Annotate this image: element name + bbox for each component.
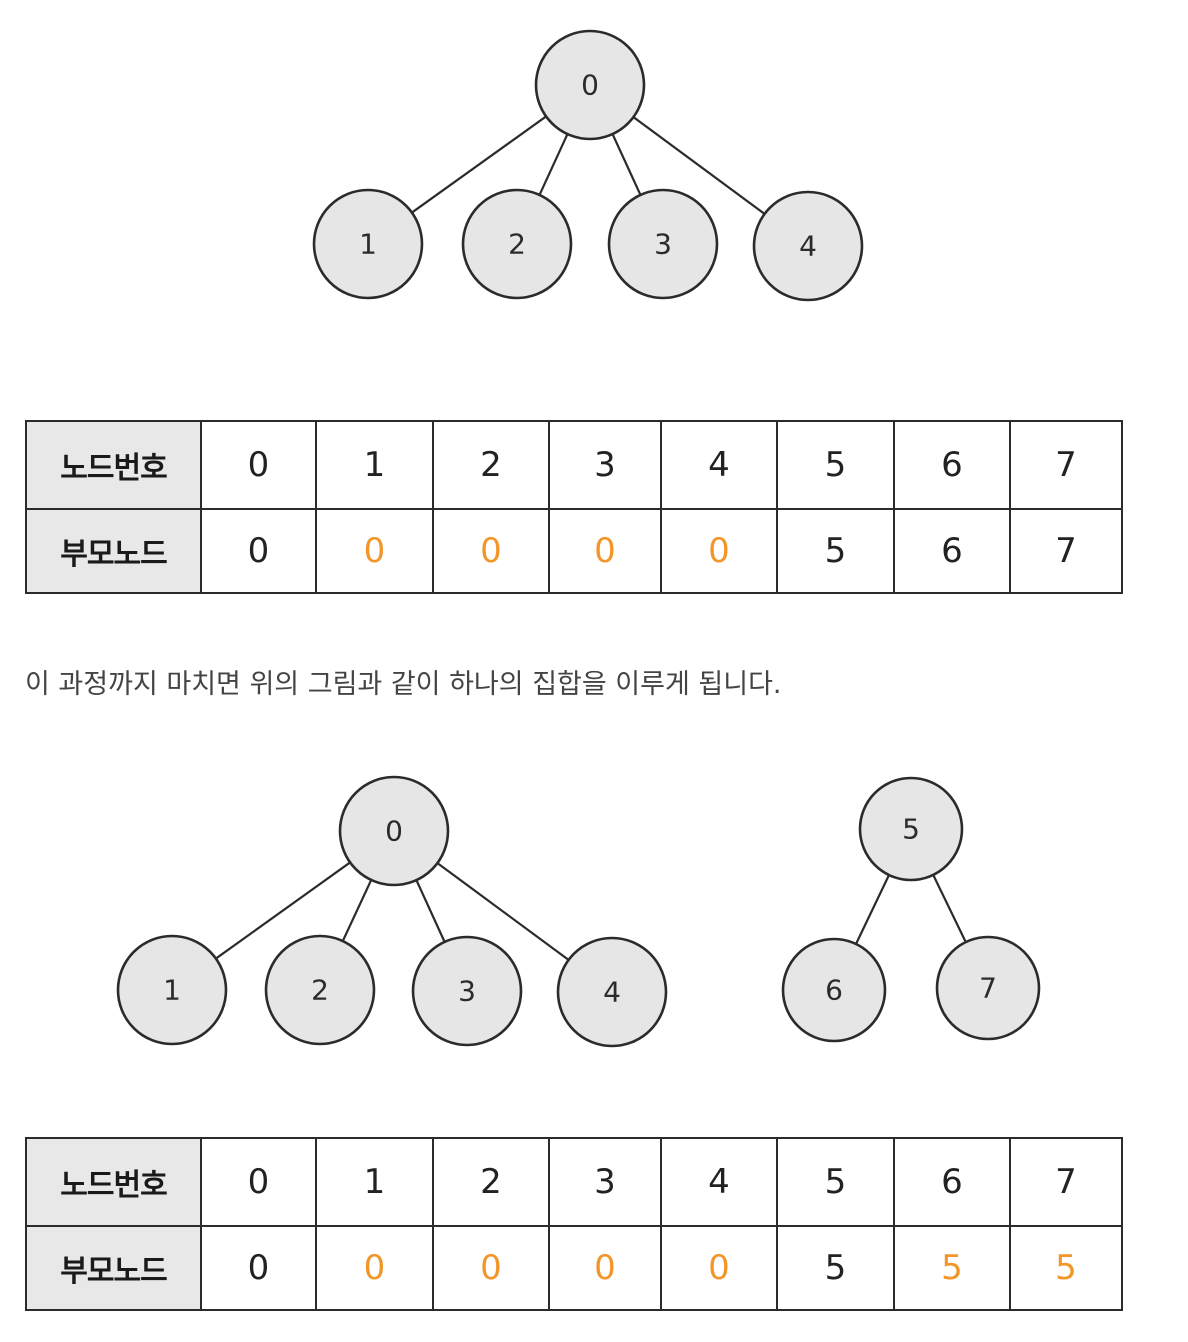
parent-node-cell: 0 xyxy=(200,508,317,594)
node-4: 4 xyxy=(556,936,668,1048)
node-circle xyxy=(781,937,887,1043)
parent-node-cell: 5 xyxy=(776,508,895,594)
node-number-cell: 4 xyxy=(660,1137,778,1227)
edge-0-3 xyxy=(415,879,446,943)
parent-node-cell: 5 xyxy=(776,1225,895,1311)
parent-node-cell: 0 xyxy=(548,1225,662,1311)
parent-node-cell: 0 xyxy=(432,1225,550,1311)
node-0: 0 xyxy=(338,775,450,887)
node-circle xyxy=(411,935,523,1047)
node-circle xyxy=(312,188,424,300)
node-1: 1 xyxy=(116,934,228,1046)
edge-0-2 xyxy=(341,878,373,943)
node-number-cell: 2 xyxy=(432,1137,550,1227)
node-label: 2 xyxy=(508,228,526,261)
edge-0-2 xyxy=(538,132,569,197)
node-label: 0 xyxy=(385,815,403,848)
parent-node-header: 부모노드 xyxy=(25,1225,202,1311)
node-number-cell: 5 xyxy=(776,1137,895,1227)
parent-node-cell: 0 xyxy=(432,508,550,594)
tree-2-svg: 0 1 2 3 4 5 6 7 xyxy=(116,775,1041,1048)
node-circle xyxy=(534,29,646,141)
node-circle xyxy=(858,776,964,882)
node-label: 1 xyxy=(359,228,377,261)
node-5: 5 xyxy=(858,776,964,882)
node-6: 6 xyxy=(781,937,887,1043)
node-7: 7 xyxy=(935,935,1041,1041)
node-circle xyxy=(556,936,668,1048)
edge-0-3 xyxy=(611,132,642,197)
parent-node-cell: 0 xyxy=(315,1225,434,1311)
node-number-cell: 6 xyxy=(893,420,1011,510)
parent-node-cell: 6 xyxy=(893,508,1011,594)
node-circle xyxy=(338,775,450,887)
node-number-cell: 0 xyxy=(200,420,317,510)
parent-node-header: 부모노드 xyxy=(25,508,202,594)
parent-node-cell: 0 xyxy=(200,1225,317,1311)
node-circle xyxy=(116,934,228,1046)
node-2: 2 xyxy=(461,188,573,300)
edge-0-1 xyxy=(214,861,352,960)
tree-diagram-2: 0 1 2 3 4 5 6 7 xyxy=(0,760,1188,1080)
edge-5-6 xyxy=(854,873,891,946)
node-label: 1 xyxy=(163,974,181,1007)
parent-node-cell: 0 xyxy=(660,1225,778,1311)
edge-0-1 xyxy=(410,115,548,214)
node-label: 6 xyxy=(825,974,843,1007)
node-label: 4 xyxy=(603,976,621,1009)
node-number-cell: 1 xyxy=(315,420,434,510)
node-number-cell: 5 xyxy=(776,420,895,510)
node-circle xyxy=(935,935,1041,1041)
node-number-cell: 3 xyxy=(548,1137,662,1227)
node-label: 3 xyxy=(654,228,672,261)
parent-node-cell: 5 xyxy=(1009,1225,1123,1311)
caption-text: 이 과정까지 마치면 위의 그림과 같이 하나의 집합을 이루게 됩니다. xyxy=(25,669,782,700)
node-number-header: 노드번호 xyxy=(25,1137,202,1227)
node-label: 5 xyxy=(902,813,920,846)
node-0: 0 xyxy=(534,29,646,141)
node-number-cell: 1 xyxy=(315,1137,434,1227)
node-label: 4 xyxy=(799,230,817,263)
edge-0-4 xyxy=(436,861,570,962)
parent-node-cell: 5 xyxy=(893,1225,1011,1311)
parent-node-cell: 0 xyxy=(315,508,434,594)
node-4: 4 xyxy=(752,190,864,302)
node-circle xyxy=(607,188,719,300)
node-1: 1 xyxy=(312,188,424,300)
node-circle xyxy=(264,934,376,1046)
node-number-cell: 7 xyxy=(1009,420,1123,510)
node-number-cell: 7 xyxy=(1009,1137,1123,1227)
node-label: 0 xyxy=(581,69,599,102)
edge-0-4 xyxy=(632,115,766,216)
node-number-cell: 6 xyxy=(893,1137,1011,1227)
node-3: 3 xyxy=(607,188,719,300)
node-number-cell: 3 xyxy=(548,420,662,510)
node-number-cell: 2 xyxy=(432,420,550,510)
node-3: 3 xyxy=(411,935,523,1047)
node-label: 2 xyxy=(311,974,329,1007)
node-circle xyxy=(461,188,573,300)
node-number-cell: 0 xyxy=(200,1137,317,1227)
node-2: 2 xyxy=(264,934,376,1046)
node-label: 3 xyxy=(458,975,476,1008)
edge-5-7 xyxy=(932,873,967,944)
tree-1-svg: 0 1 2 3 4 xyxy=(312,29,864,302)
parent-node-cell: 7 xyxy=(1009,508,1123,594)
node-circle xyxy=(752,190,864,302)
node-label: 7 xyxy=(979,972,997,1005)
parent-node-cell: 0 xyxy=(660,508,778,594)
tree-diagram-1: 0 1 2 3 4 xyxy=(0,20,1188,340)
node-number-header: 노드번호 xyxy=(25,420,202,510)
node-number-cell: 4 xyxy=(660,420,778,510)
parent-node-cell: 0 xyxy=(548,508,662,594)
